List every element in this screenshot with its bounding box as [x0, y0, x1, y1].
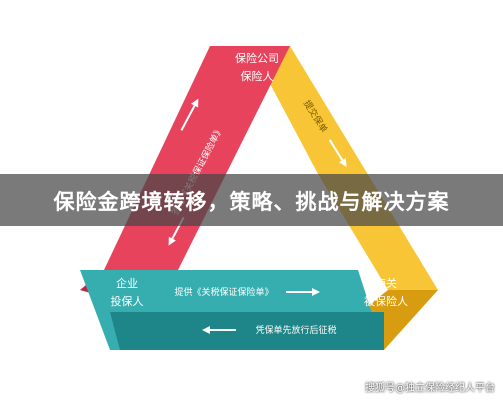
page-title: 保险金跨境转移，策略、挑战与解决方案 [53, 190, 450, 214]
bottom-band-shade [110, 312, 384, 350]
right-band [250, 46, 438, 290]
corner-left-line1: 企业 [116, 276, 138, 290]
corner-top-line2: 保险人 [241, 69, 274, 83]
arrow-left-icon [202, 326, 236, 334]
corner-left-line2: 投保人 [111, 294, 144, 308]
arrow-right-icon [286, 288, 320, 296]
corner-top-line1: 保险公司 [235, 51, 279, 65]
corner-right-line2: 被保险人 [364, 294, 408, 308]
edge-bottom-top-label: 提供《关税保证保险单》 [174, 286, 273, 298]
edge-bottom-bottom-label: 凭保单先放行后征税 [255, 324, 336, 336]
arrow-down-right-icon [328, 139, 347, 167]
title-banner [0, 174, 503, 226]
corner-right-line1: 海关 [375, 276, 397, 290]
arrow-up-left-icon [180, 98, 199, 131]
watermark: 搜狐号@独立保险经纪人平台 [365, 383, 495, 394]
